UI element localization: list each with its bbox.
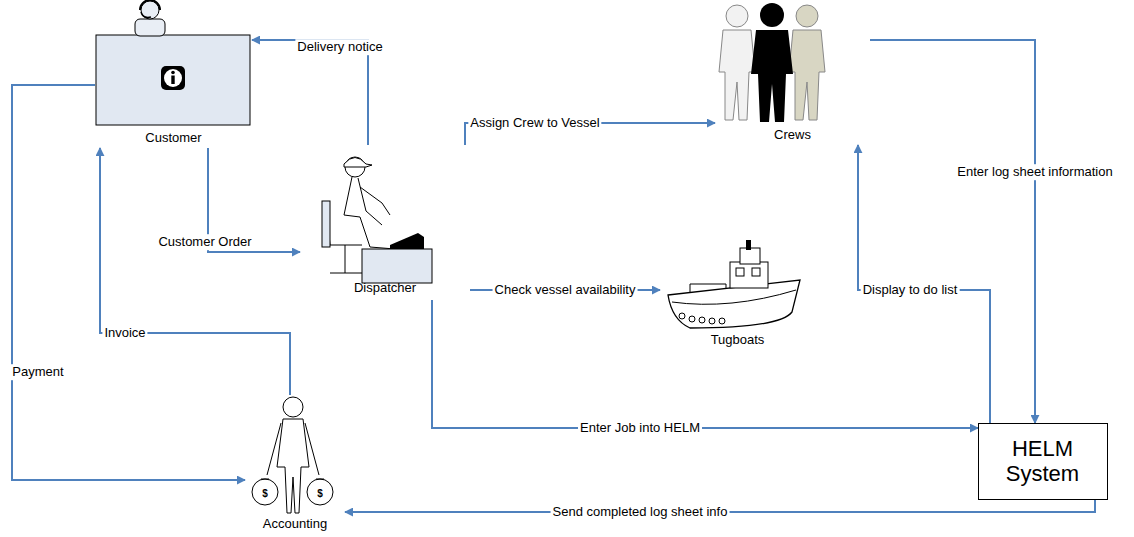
box-title: HELM System [993, 436, 1093, 487]
flow-arrow [252, 40, 368, 145]
tugboat-figure: Tugboats [660, 240, 815, 350]
edge-label: Delivery notice [295, 39, 384, 55]
node-label: Crews [774, 128, 811, 143]
node-label: Accounting [263, 517, 327, 532]
edge-label: Send completed log sheet info [551, 504, 730, 520]
edge-label: Check vessel availability [493, 282, 638, 298]
crew-figures: Crews [715, 2, 870, 145]
node-label: Tugboats [711, 333, 765, 348]
flow-arrow [870, 40, 1035, 423]
edge-label: Enter log sheet information [955, 164, 1114, 180]
customer-station-picture [95, 0, 252, 148]
edge-label: Enter Job into HELM [578, 420, 702, 436]
system-box: HELM System [978, 423, 1108, 500]
accounting-figure-picture [245, 395, 345, 535]
money-sign: $ [262, 488, 268, 499]
flow-arrow [12, 85, 245, 480]
node-label: Dispatcher [354, 281, 416, 296]
node-label: Customer [145, 131, 201, 146]
accounting-figure: Accounting [245, 395, 345, 535]
dispatcher-figure-picture [300, 145, 470, 300]
dispatcher-figure: Dispatcher [300, 145, 470, 300]
edge-label: Display to do list [861, 282, 960, 298]
customer-station: Customer [95, 0, 252, 148]
crew-figures-picture [715, 2, 870, 145]
edge-label: Customer Order [156, 234, 253, 250]
flow-arrow [858, 145, 990, 423]
edge-label: Invoice [102, 325, 147, 341]
flow-arrow [432, 300, 978, 428]
money-sign: $ [317, 488, 323, 499]
edge-label: Assign Crew to Vessel [468, 115, 601, 131]
edge-label: Payment [10, 364, 65, 380]
flow-arrow [100, 148, 290, 395]
